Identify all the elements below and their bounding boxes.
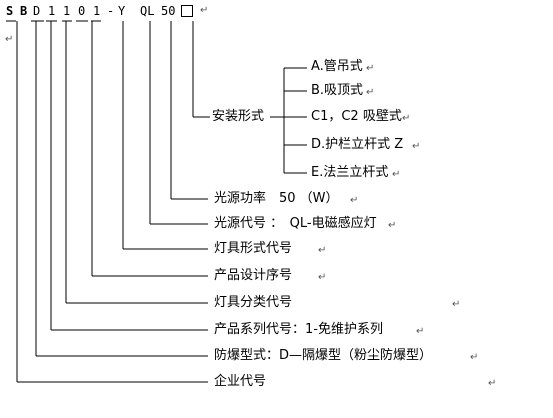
return-mark: ↵ (402, 113, 411, 124)
code-b: B (20, 4, 28, 18)
field-company: 企业代号 (214, 374, 267, 389)
mounting-option-a: A.管吊式 (311, 59, 363, 74)
field-series: 产品系列代号：1-免维护系列 (214, 322, 383, 337)
code-ql: QL (140, 4, 155, 18)
field-power: 光源功率 50 （W） (214, 191, 339, 206)
return-mark: ↵ (488, 378, 497, 389)
return-mark: ↵ (388, 220, 397, 231)
code-placeholder-box (181, 5, 193, 17)
field-explosion: 防爆型式：D—隔爆型（粉尘防爆型） (214, 348, 433, 363)
code-1b: 1 (63, 4, 71, 18)
code-1c: 1 (93, 4, 101, 18)
mounting-option-b: B.吸顶式 (311, 83, 364, 98)
return-mark: ↵ (392, 169, 401, 180)
code-y: Y (118, 4, 126, 18)
return-mark: ↵ (416, 326, 425, 337)
return-mark: ↵ (318, 272, 327, 283)
return-mark: ↵ (366, 87, 375, 98)
code-50: 50 (161, 4, 176, 18)
return-mark: ↵ (412, 141, 421, 152)
return-mark: ↵ (452, 299, 461, 310)
return-mark: ↵ (5, 34, 14, 45)
mounting-option-e: E.法兰立杆式 (311, 165, 389, 180)
return-mark: ↵ (366, 63, 375, 74)
mounting-label: 安装形式 (212, 109, 265, 124)
mounting-option-d: D.护栏立杆式 Z (311, 137, 404, 152)
field-fixture-form: 灯具形式代号 (214, 241, 293, 256)
mounting-option-c: C1，C2 吸壁式 (311, 109, 402, 124)
field-design-seq: 产品设计序号 (214, 268, 293, 283)
return-mark: ↵ (350, 195, 359, 206)
return-mark: ↵ (318, 245, 327, 256)
code-1a: 1 (48, 4, 56, 18)
return-mark: ↵ (200, 5, 209, 16)
code-d: D (33, 4, 41, 18)
code-dash: - (107, 4, 115, 18)
field-source: 光源代号 ： QL-电磁感应灯 (214, 216, 377, 231)
code-0: 0 (78, 4, 86, 18)
field-category: 灯具分类代号 (214, 295, 293, 310)
code-s: S (6, 4, 14, 18)
return-mark: ↵ (470, 352, 479, 363)
